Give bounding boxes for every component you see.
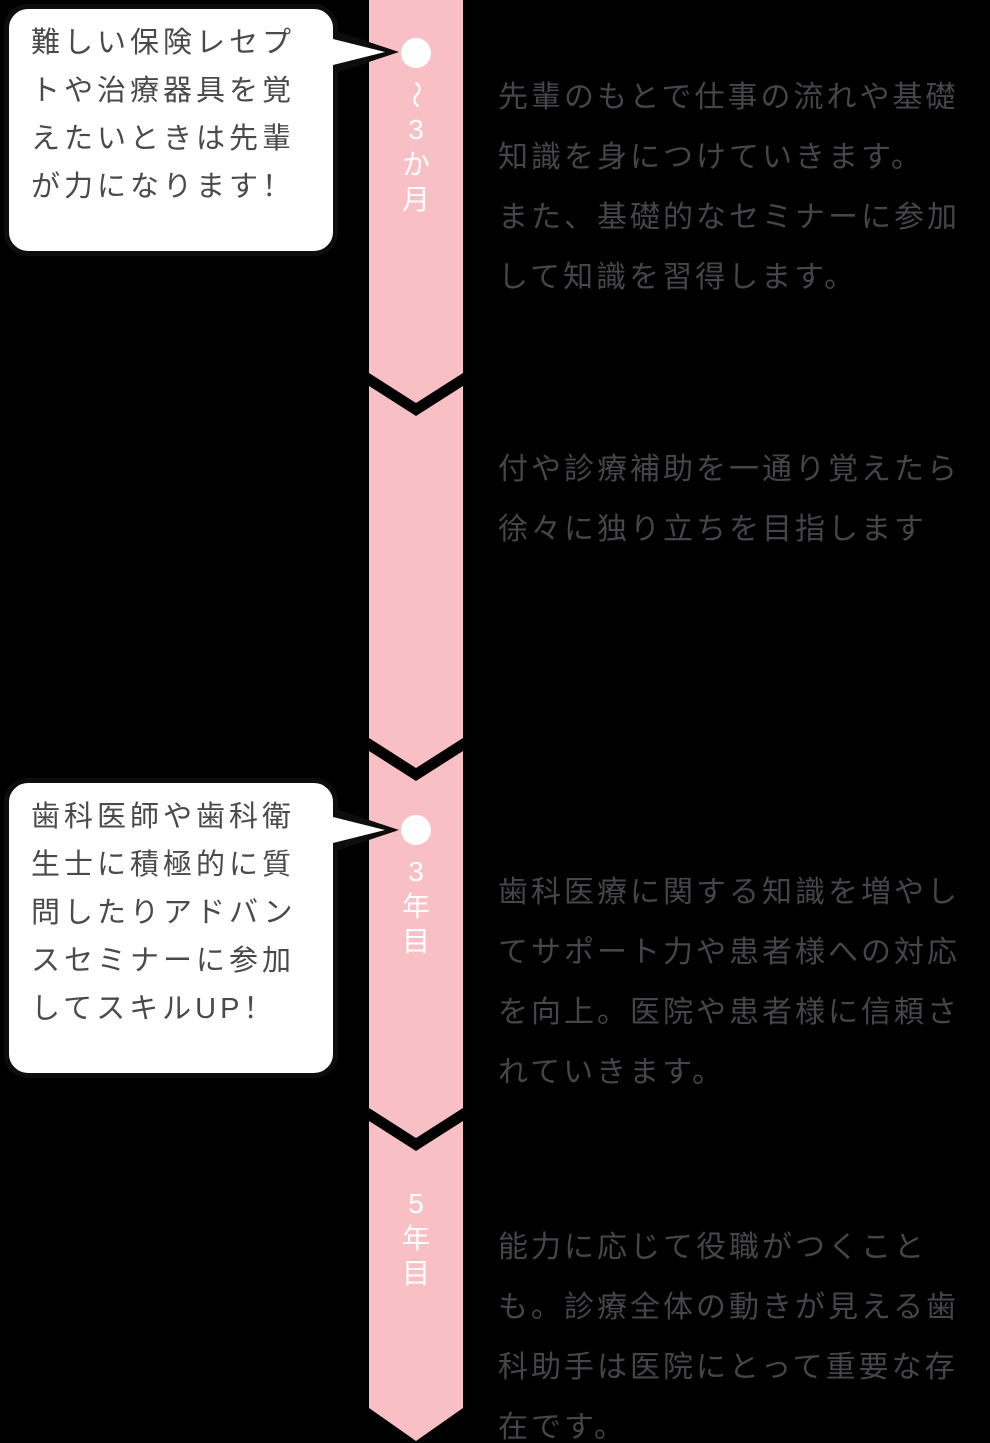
stage-marker-dot xyxy=(401,815,431,845)
vertical-label-char: 3 xyxy=(408,856,424,887)
vertical-label-char: 5 xyxy=(408,1188,424,1219)
text-line: 付や診療補助を一通り覚えたら xyxy=(498,453,960,486)
text-line: 歯科医師や歯科衛 xyxy=(31,801,296,833)
text-line: 在です。 xyxy=(498,1411,627,1443)
text-line: てサポート力や患者様への対応 xyxy=(498,936,960,969)
vertical-label-char: 年 xyxy=(401,1223,430,1254)
timeline-ribbon-segment-2 xyxy=(369,386,463,768)
text-line: 問したりアドバン xyxy=(31,897,297,929)
text-line: も。診療全体の動きが見える歯 xyxy=(498,1291,960,1324)
stage-label-3years: 3 年目 xyxy=(369,815,463,959)
text-line: 知識を身につけていきます。 xyxy=(498,141,924,174)
stage-label-text: 5 年目 xyxy=(402,1186,430,1291)
stage-label-text: 〜 3 か月 xyxy=(400,77,431,217)
text-line: えたいときは先輩 xyxy=(31,123,296,155)
vertical-label-char: 3 xyxy=(408,114,424,145)
stage-label-text: 3 年目 xyxy=(402,854,430,959)
speech-bubble-tail xyxy=(325,808,399,852)
stage-label-3months: 〜 3 か月 xyxy=(369,38,463,217)
vertical-label-char: 目 xyxy=(401,926,430,957)
speech-bubble-stage3: 歯科医師や歯科衛生士に積極的に質問したりアドバンスセミナーに参加してスキルUP！ xyxy=(4,778,338,1078)
text-line: スセミナーに参加 xyxy=(31,945,296,977)
text-line: を向上。医院や患者様に信頼さ xyxy=(498,996,960,1029)
stage-description-3: 歯科医療に関する知識を増やしてサポート力や患者様への対応を向上。医院や患者様に信… xyxy=(498,863,960,1103)
stage-marker-dot xyxy=(401,38,431,68)
text-line: 徐々に独り立ちを目指します xyxy=(498,513,927,546)
text-line: 生士に積極的に質 xyxy=(31,849,296,881)
text-line: トや治療器具を覚 xyxy=(31,75,296,107)
vertical-label-char: 月 xyxy=(401,184,430,215)
vertical-label-char: 〜 xyxy=(400,80,432,109)
text-line: また、基礎的なセミナーに参加 xyxy=(498,201,960,234)
vertical-label-char: 目 xyxy=(401,1258,430,1289)
text-line: 難しい保険レセプ xyxy=(31,27,296,59)
vertical-label-char: か xyxy=(401,149,430,180)
timeline-ribbon-segment-4 xyxy=(369,1121,463,1441)
text-line: 科助手は医院にとって重要な存 xyxy=(498,1351,958,1384)
text-line: 能力に応じて役職がつくこと xyxy=(498,1231,927,1264)
text-line: してスキルUP！ xyxy=(31,993,277,1025)
stage-description-4: 能力に応じて役職がつくことも。診療全体の動きが見える歯科助手は医院にとって重要な… xyxy=(498,1218,959,1443)
text-line: 先輩のもとで仕事の流れや基礎 xyxy=(498,81,959,114)
vertical-label-char: 年 xyxy=(401,891,430,922)
text-line: 歯科医療に関する知識を増やし xyxy=(498,876,960,909)
text-line: して知識を習得します。 xyxy=(498,261,858,294)
stage-label-5years: 5 年目 xyxy=(369,1186,463,1291)
text-line: れていきます。 xyxy=(498,1056,726,1089)
stage-description-1: 先輩のもとで仕事の流れや基礎知識を身につけていきます。また、基礎的なセミナーに参… xyxy=(498,68,960,308)
stage-description-2: 付や診療補助を一通り覚えたら徐々に独り立ちを目指します xyxy=(498,440,960,560)
speech-bubble-stage1: 難しい保険レセプトや治療器具を覚えたいときは先輩が力になります！ xyxy=(4,4,338,256)
speech-bubble-tail xyxy=(325,30,399,74)
text-line: が力になります！ xyxy=(31,171,296,203)
